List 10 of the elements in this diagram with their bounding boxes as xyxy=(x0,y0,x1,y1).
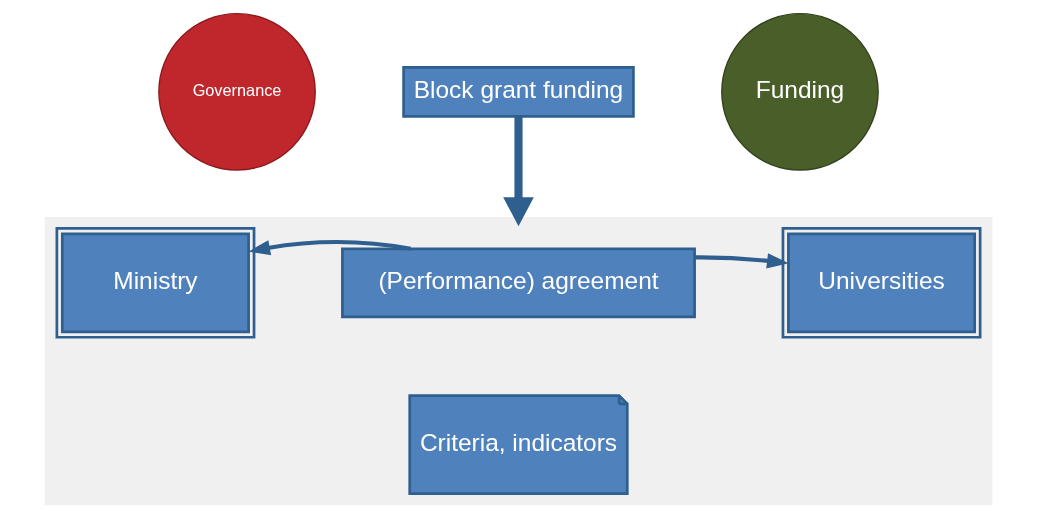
node-circle: Governance xyxy=(158,12,316,171)
arrow xyxy=(503,116,534,227)
cluster xyxy=(44,216,993,506)
arrow xyxy=(248,240,412,256)
node-box: Block grant funding xyxy=(402,66,635,118)
node-box: Universities xyxy=(781,227,982,339)
node-circle: Funding xyxy=(721,12,879,171)
node-box: Ministry xyxy=(55,227,256,339)
arrow xyxy=(694,253,789,269)
node-box: (Performance) agreement xyxy=(341,247,696,319)
